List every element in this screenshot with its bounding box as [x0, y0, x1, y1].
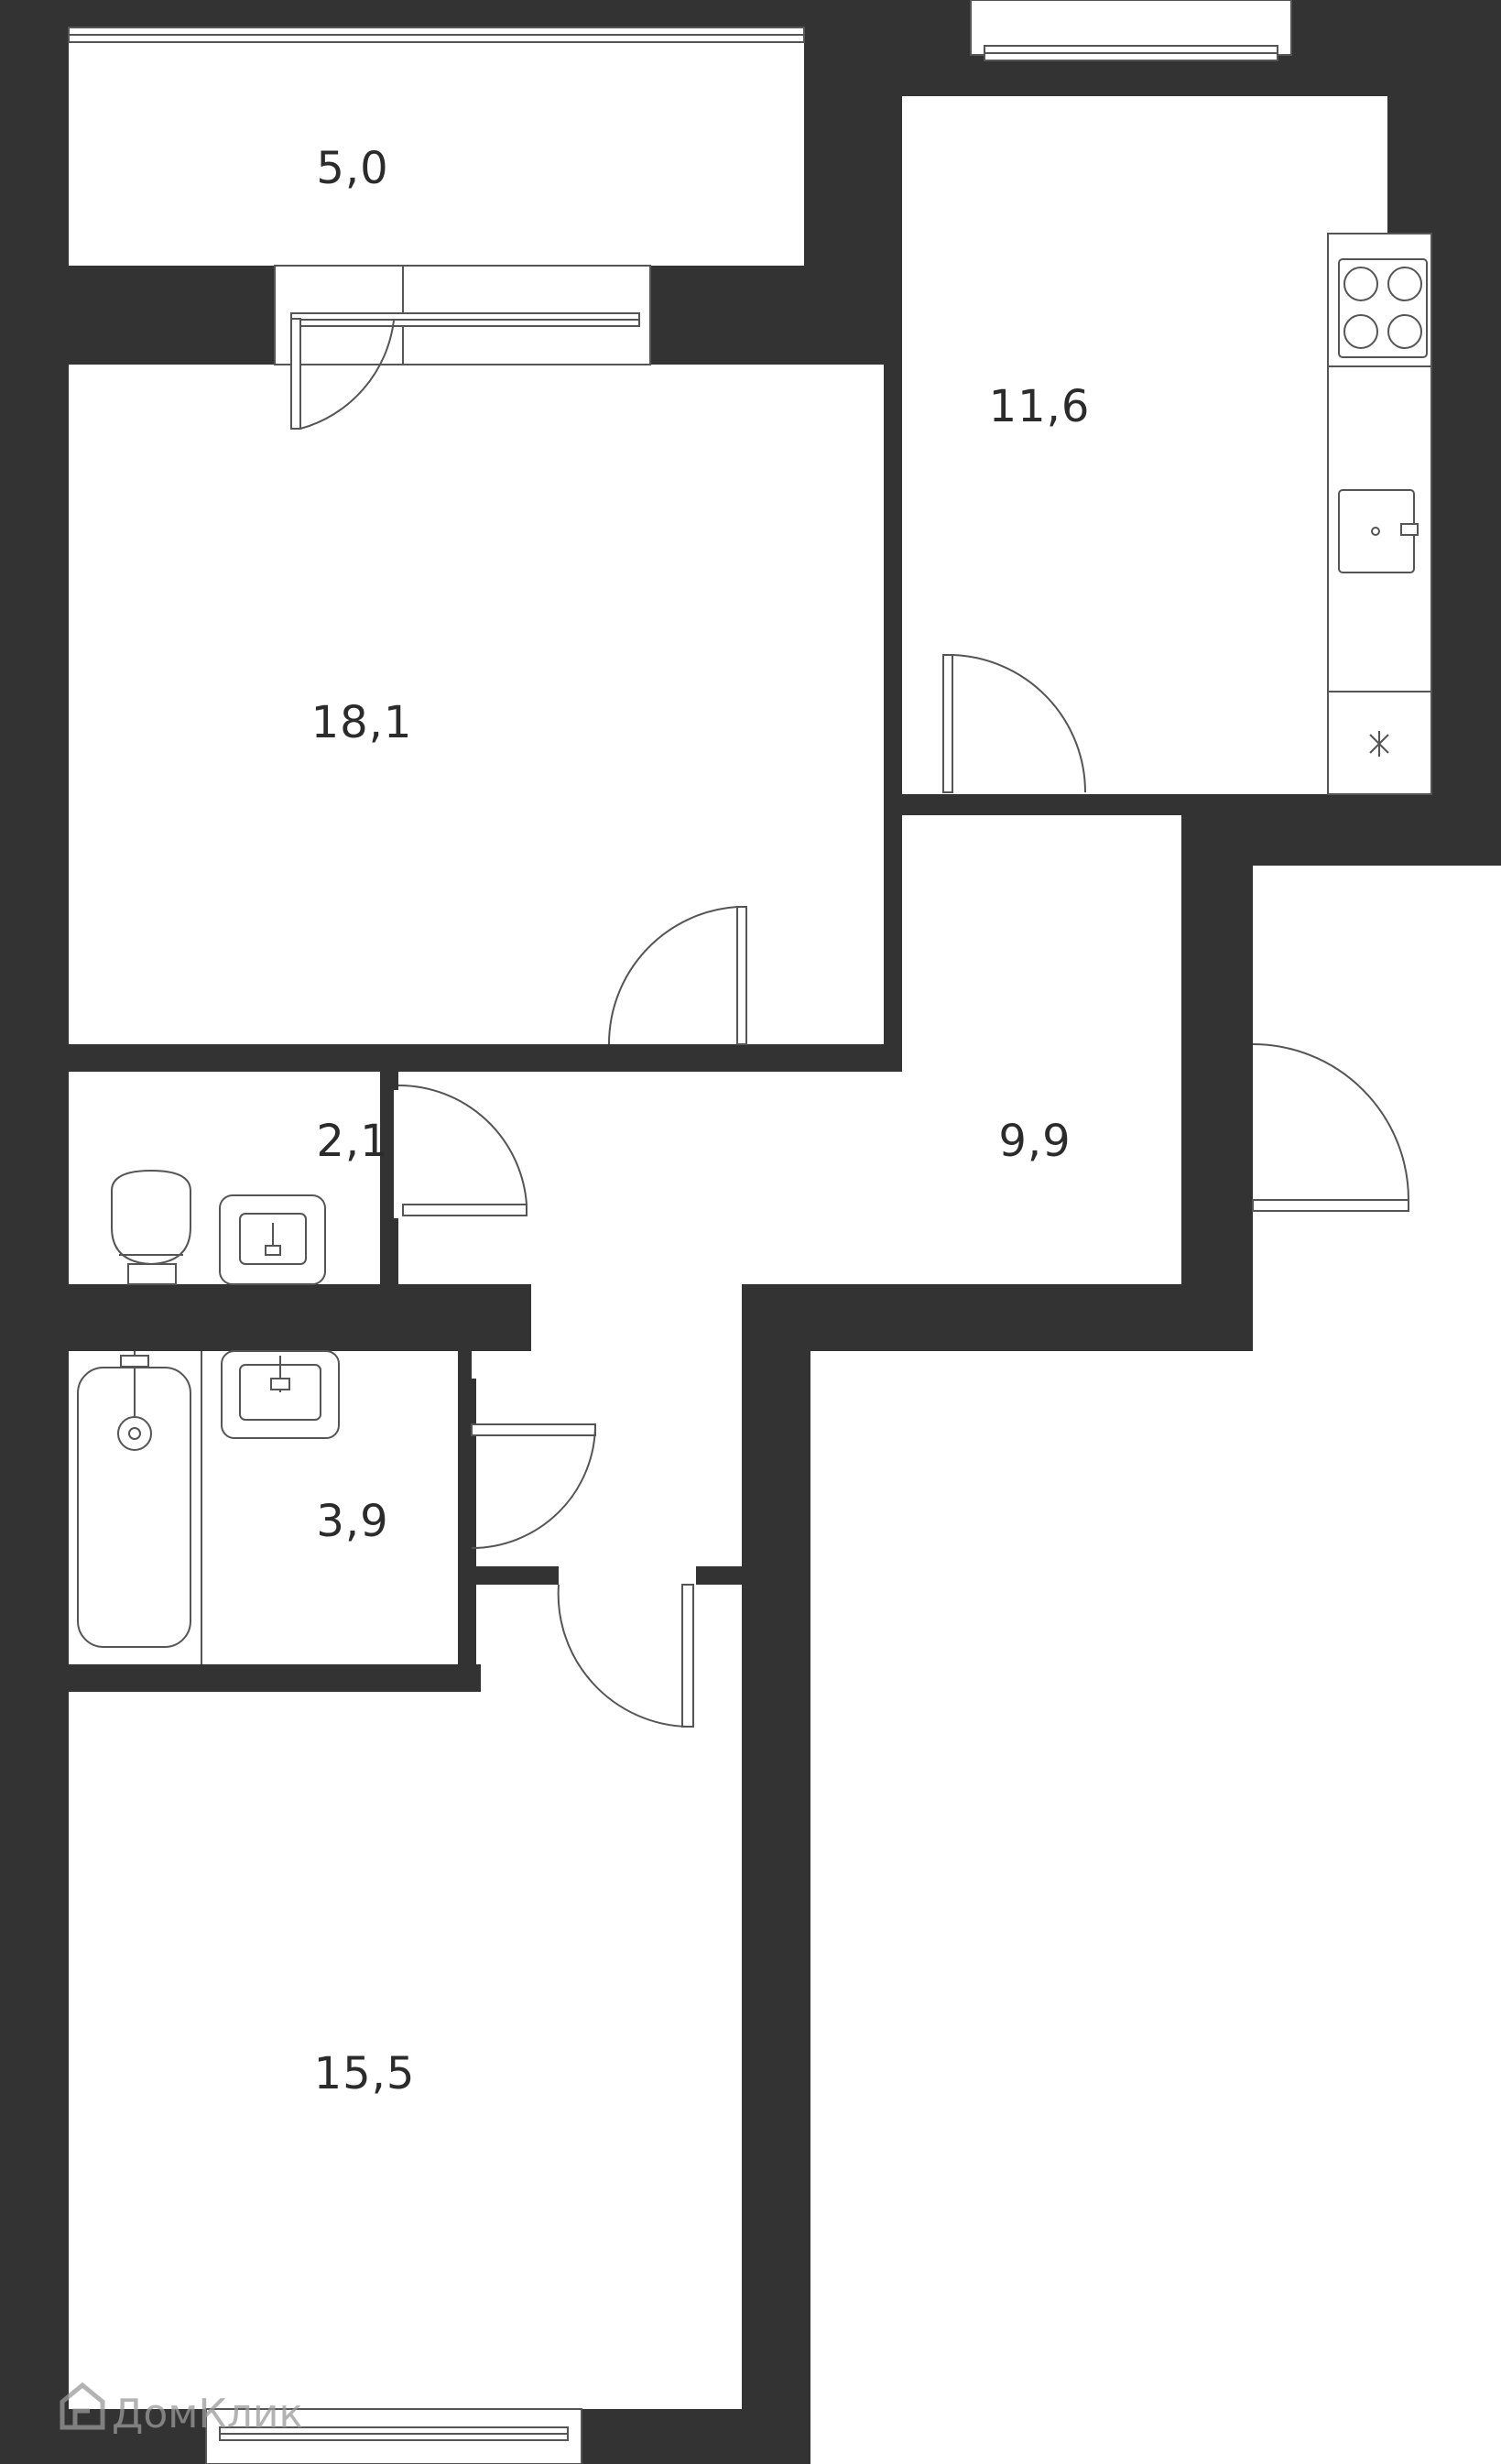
wall-hall-entry-lower [1181, 1200, 1253, 1284]
door-swing-icon [471, 1423, 596, 1549]
doors [290, 318, 1409, 1728]
hallway-floor-extra [394, 1072, 1181, 1284]
fridge-icon [1369, 731, 1389, 757]
domclick-logo-icon [60, 2382, 105, 2430]
door-swing-icon [557, 1584, 694, 1728]
wall-living-toilet [69, 1044, 609, 1072]
window-icon [970, 0, 1292, 61]
wall-hall-inner-left [742, 1284, 810, 2464]
room-label-balcony: 5,0 [316, 143, 388, 194]
room-label-kitchen: 11,6 [989, 381, 1091, 432]
stove-icon [1338, 258, 1428, 358]
wall-bath-hall-upper [458, 1351, 472, 1424]
washbasin-icon [219, 1194, 326, 1285]
door-swing-icon [290, 318, 395, 430]
partitions [69, 0, 1253, 2464]
room-label-toilet: 2,1 [316, 1116, 388, 1167]
wall-toilet-hall-lower [385, 1218, 398, 1284]
window-icon [274, 265, 651, 365]
wall-bedroom-hall-stub [472, 1566, 559, 1585]
watermark: ДомКлик [60, 2382, 303, 2437]
room-label-bathroom: 3,9 [316, 1496, 388, 1547]
wall-living-kitchen [884, 96, 902, 815]
door-swing-icon [607, 906, 747, 1045]
windows [68, 0, 1292, 2464]
wall-bedroom-hall-stub-right [696, 1566, 742, 1585]
watermark-text: ДомКлик [112, 2391, 303, 2437]
wall-living-hall-right [751, 1044, 902, 1072]
wall-bath-bedroom [69, 1664, 481, 1692]
wall-balcony-kitchen [804, 0, 902, 266]
window-icon [68, 27, 805, 43]
kitchen-sink-icon [1338, 489, 1419, 573]
bathtub-icon [77, 1351, 202, 1664]
door-swing-icon [942, 654, 1086, 793]
room-label-living-room: 18,1 [311, 697, 413, 748]
wall-hall-entry-upper [1181, 815, 1253, 1044]
balcony-floor [69, 27, 804, 266]
wall-toilet-bath [69, 1284, 531, 1351]
washbasin-icon [221, 1350, 340, 1439]
bathroom-fixtures [77, 1350, 340, 1664]
kitchen-counter [1327, 233, 1432, 795]
bedroom-floor [69, 1692, 742, 2409]
door-swing-icon [1252, 1043, 1409, 1212]
wall-toilet-hall [385, 1072, 398, 1090]
door-swing-icon [397, 1084, 528, 1216]
toilet-icon [111, 1169, 191, 1285]
room-label-hallway: 9,9 [998, 1116, 1071, 1167]
room-labels: 5,0 11,6 18,1 2,1 9,9 3,9 15,5 [311, 143, 1091, 2099]
wall-balcony-living-left [69, 266, 275, 365]
toilet-room-fixtures [111, 1169, 326, 1285]
window-icon [205, 2408, 582, 2464]
living-room-floor [69, 365, 884, 1044]
room-label-bedroom: 15,5 [314, 2048, 416, 2099]
wall-bath-hall-lower [458, 1548, 472, 1664]
kitchen-notch-wall [1387, 96, 1431, 234]
wall-kitchen-hall-right [1090, 794, 1181, 815]
wall-kitchen-hall-left [902, 794, 943, 815]
wall-balcony-living-right [650, 266, 884, 365]
